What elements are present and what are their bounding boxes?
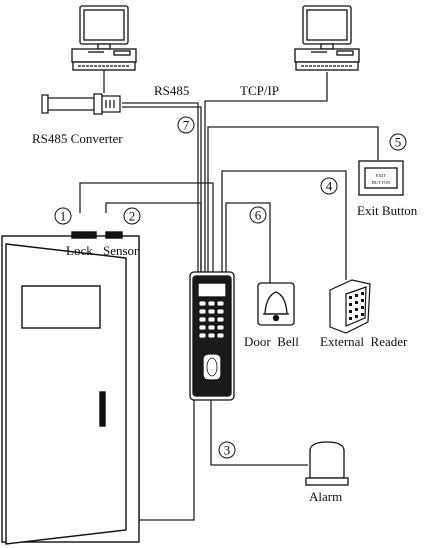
external-reader-label: External Reader bbox=[320, 334, 408, 349]
door-return-wire bbox=[138, 240, 195, 521]
marker-1-circle bbox=[54, 207, 72, 225]
marker-4: 4 bbox=[326, 179, 333, 194]
rs485-wire bbox=[122, 102, 199, 272]
lock-label: Lock bbox=[66, 243, 93, 258]
marker-7: 7 bbox=[183, 118, 190, 133]
marker-5: 5 bbox=[395, 135, 402, 150]
bell-icon bbox=[257, 282, 295, 326]
exit-button-wire bbox=[207, 126, 379, 272]
alarm-siren-icon bbox=[305, 441, 349, 486]
marker-5-circle bbox=[389, 133, 407, 151]
marker-2-circle bbox=[123, 207, 141, 225]
external-reader-wire bbox=[221, 170, 347, 280]
lock-wire bbox=[79, 182, 214, 272]
marker-7-circle bbox=[177, 116, 195, 134]
tcpip-label: TCP/IP bbox=[240, 83, 279, 98]
alarm-label: Alarm bbox=[309, 489, 342, 504]
sensor-label: Sensor bbox=[103, 243, 139, 258]
marker-6: 6 bbox=[255, 208, 262, 223]
rs485-label: RS485 bbox=[154, 83, 189, 98]
marker-4-circle bbox=[320, 177, 338, 195]
rs485-converter-label: RS485 Converter bbox=[32, 131, 123, 146]
marker-1: 1 bbox=[60, 209, 67, 224]
marker-3: 3 bbox=[224, 443, 231, 458]
computer-icon bbox=[71, 5, 137, 71]
alarm-wire bbox=[210, 400, 308, 466]
marker-3-circle bbox=[218, 441, 236, 459]
marker-2: 2 bbox=[129, 209, 136, 224]
exit-button-face-line2: BUTTON bbox=[372, 180, 391, 185]
marker-6-circle bbox=[249, 206, 267, 224]
sensor-block bbox=[105, 231, 123, 239]
fingerprint-sensor bbox=[202, 353, 222, 381]
tcpip-wire bbox=[204, 72, 328, 272]
computer-icon bbox=[294, 5, 360, 71]
fingerprint-terminal bbox=[189, 271, 235, 401]
door bbox=[1, 231, 140, 545]
sensor-wire bbox=[105, 202, 202, 272]
exit-button-face-line1: EXIT bbox=[376, 173, 386, 178]
exit-button-label: Exit Button bbox=[357, 203, 418, 218]
door-bell-wire bbox=[225, 202, 271, 283]
exit-button-device bbox=[358, 160, 404, 196]
rs485-converter-icon bbox=[41, 93, 121, 115]
external-reader-device bbox=[329, 279, 371, 334]
door-bell-label: Door Bell bbox=[244, 334, 299, 349]
lock-block bbox=[71, 231, 97, 239]
number-markers bbox=[54, 116, 407, 459]
